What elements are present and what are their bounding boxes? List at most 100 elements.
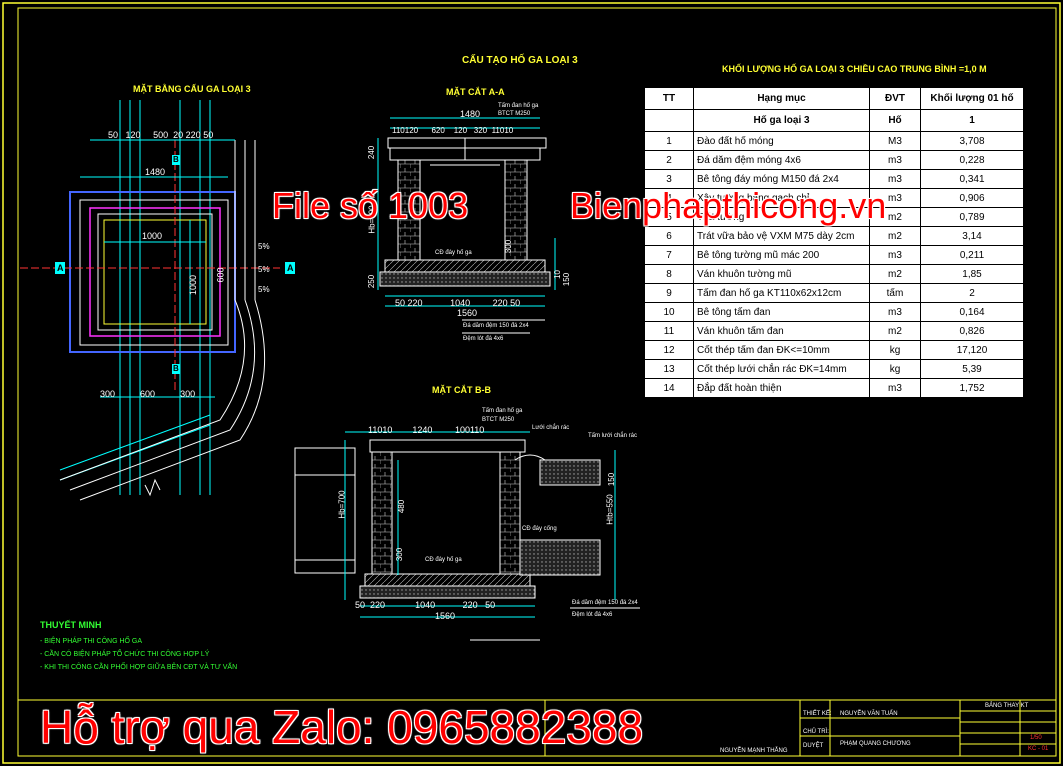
approver-name: NGUYỄN MẠNH THẮNG	[720, 748, 788, 754]
table-cell: tấm	[869, 283, 921, 303]
table-cell: 1,85	[920, 264, 1024, 284]
dim-text: 1240	[412, 425, 433, 435]
scale-value: 1/50	[1030, 735, 1042, 741]
table-cell: Đắp đất hoàn thiện	[693, 378, 870, 398]
table-cell: 10	[644, 302, 694, 322]
inner-border	[17, 7, 1057, 757]
label-cover: Tấm đan hố ga	[498, 103, 539, 109]
table-cell: Cốt thép lưới chắn rác ĐK=14mm	[693, 359, 870, 379]
table-title: KHỐI LƯỢNG HỐ GA LOẠI 3 CHIỀU CAO TRUNG …	[722, 64, 987, 74]
dim-text: 220	[370, 600, 386, 610]
dim-text: 120	[125, 130, 141, 140]
watermark-zalo: Hỗ trợ qua Zalo: 0965882388	[40, 701, 644, 753]
note-line: - CẦN CÓ BIỆN PHÁP TỔ CHỨC THI CÔNG HỢP …	[40, 651, 210, 658]
watermark-file: File số 1003	[272, 185, 469, 226]
table-cell: M3	[869, 131, 921, 151]
dim-text: 120	[453, 126, 468, 135]
label-btct: BTCT M250	[498, 111, 531, 117]
a-dim-1480: 1480	[460, 109, 481, 119]
label-cover-b: Tấm đan hố ga	[482, 408, 523, 414]
label-cd-b: CĐ đáy hố ga	[425, 557, 462, 563]
label-cd-a: CĐ đáy hố ga	[435, 250, 472, 256]
checker-label: CHỦ TRÌ:	[803, 729, 829, 735]
notes-title: THUYẾT MINH	[40, 620, 102, 630]
table-cell: 0,228	[920, 150, 1024, 170]
main-title: CẤU TẠO HỐ GA LOẠI 3	[462, 55, 578, 66]
title-block	[18, 699, 1056, 756]
note-line: - BIỆN PHÁP THI CÔNG HỐ GA	[40, 638, 143, 645]
col-header-tt: TT	[644, 87, 694, 110]
table-cell: 0,341	[920, 169, 1024, 189]
table-cell: 0,164	[920, 302, 1024, 322]
dim-text: 600	[140, 389, 156, 399]
table-cell: m3	[869, 378, 921, 398]
section-mark-a: A	[287, 263, 294, 273]
plan-title: MẶT BẰNG CẤU GA LOẠI 3	[133, 84, 251, 94]
checker-name: PHẠM QUANG CHƯƠNG	[840, 741, 911, 747]
slope-label: 5%	[258, 242, 270, 251]
table-cell: m3	[869, 245, 921, 265]
dim-text: 110	[392, 126, 405, 135]
table-cell: Bê tông tấm đan	[693, 302, 870, 322]
label-grate: Lưới chắn rác	[532, 425, 570, 431]
plan-dim-v1000: 1000	[188, 274, 199, 296]
dim-text: 1040	[450, 298, 471, 308]
dim-text: 50	[485, 600, 496, 610]
table-cell: 6	[644, 226, 694, 246]
section-a-view	[377, 117, 556, 334]
label-base-a2: Đệm lót đá 4x6	[463, 336, 504, 342]
table-cell: 0,906	[920, 188, 1024, 208]
col-header-item: Hạng mục	[693, 87, 870, 110]
b-dim-left: Hb=700	[337, 490, 347, 519]
dim-text: 120	[404, 126, 419, 135]
table-cell: 1	[920, 109, 1024, 132]
drawing-name: BẢNG THAY KT	[985, 703, 1029, 709]
table-cell: Trát vữa bảo vệ VXM M75 dày 2cm	[693, 226, 870, 246]
b-dims-top: 11010 1240 100110	[368, 425, 484, 435]
table-cell: Ván khuôn tường mũ	[693, 264, 870, 284]
table-cell: Đá dăm đệm móng 4x6	[693, 150, 870, 170]
a-dims-top: 110120 620 120 320 11010	[392, 126, 513, 135]
table-cell: 3,708	[920, 131, 1024, 151]
dim-text: 50	[355, 600, 366, 610]
table-cell: kg	[869, 359, 921, 379]
plan-dim-1480: 1480	[145, 167, 166, 177]
label-base-b2: Đệm lót đá 4x6	[572, 612, 613, 618]
plan-dim-600: 600	[215, 267, 226, 283]
table-cell: Cốt thép tấm đan ĐK<=10mm	[693, 340, 870, 360]
dim-text: 50	[510, 298, 521, 308]
col-header-qty: Khối lượng 01 hố	[920, 87, 1024, 110]
a-dims-bottom: 50 220 1040 220 50	[395, 298, 520, 308]
table-cell: Bê tông tường mũ mác 200	[693, 245, 870, 265]
table-cell: 1,752	[920, 378, 1024, 398]
table-cell: m2	[869, 226, 921, 246]
table-cell: m2	[869, 264, 921, 284]
note-line: - KHI THI CÔNG CẦN PHỐI HỢP GIỮA BÊN CĐT…	[40, 664, 238, 671]
table-cell	[644, 109, 694, 132]
label-grate2: Tấm lưới chắn rác	[588, 433, 637, 439]
table-cell: 0,789	[920, 207, 1024, 227]
dim-text: 220	[185, 130, 201, 140]
slope-label: 5%	[258, 265, 270, 274]
dim-text: 220	[492, 298, 508, 308]
designer-name: NGUYỄN VĂN TUẤN	[840, 711, 898, 717]
col-header-unit: ĐVT	[869, 87, 921, 110]
a-dim-left: 250	[367, 274, 377, 289]
table-cell: m3	[869, 302, 921, 322]
dim-text: 300	[180, 389, 196, 399]
section-b-view	[294, 431, 640, 641]
b-dim-1560: 1560	[435, 611, 456, 621]
table-cell: 5,39	[920, 359, 1024, 379]
a-dim-right: 150	[562, 272, 572, 287]
dim-text: 300	[100, 389, 116, 399]
dim-text: 220	[407, 298, 423, 308]
table-cell: 7	[644, 245, 694, 265]
label-base-a: Đá dăm đệm 150 đá 2x4	[463, 323, 529, 329]
